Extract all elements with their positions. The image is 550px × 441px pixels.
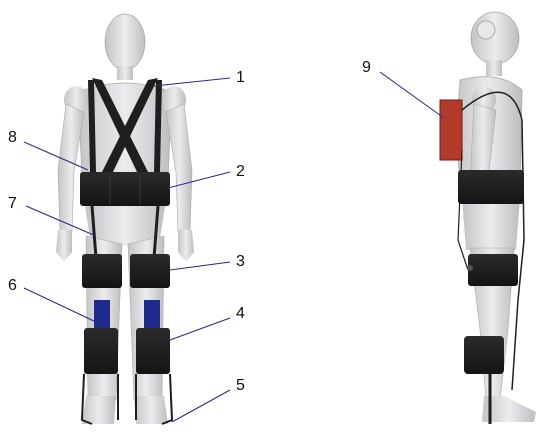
shoulder-strap-left <box>92 78 148 174</box>
label-1: 1 <box>236 69 245 86</box>
front-foot-right <box>134 396 168 424</box>
leader-lines <box>23 71 445 423</box>
front-head <box>104 13 146 71</box>
label-4: 4 <box>236 305 245 322</box>
thigh-rod-left <box>90 205 98 259</box>
side-thigh-cuff <box>468 254 518 286</box>
side-exoskeleton <box>439 91 525 424</box>
thigh-cuff-left <box>82 254 122 288</box>
front-arm-left <box>57 103 85 233</box>
thigh-cuff-right <box>130 254 170 288</box>
side-waist-belt <box>458 170 524 204</box>
side-head <box>470 11 520 65</box>
side-shank-cuff <box>464 336 504 374</box>
callout-labels: 1 2 3 4 5 6 7 8 9 <box>8 59 371 394</box>
label-9: 9 <box>362 59 371 76</box>
front-exoskeleton <box>80 78 174 425</box>
front-arm-right <box>165 103 193 233</box>
front-hand-right <box>178 230 194 262</box>
shoulder-strap-outer-left <box>88 80 96 172</box>
foot-frame-left <box>80 373 119 425</box>
front-pelvis <box>84 200 166 246</box>
front-foot-left <box>82 396 116 424</box>
battery-pack <box>439 99 463 161</box>
shoulder-strap-outer-right <box>154 80 162 172</box>
front-view-figure <box>56 13 194 424</box>
shoulder-strap-right <box>102 78 158 174</box>
thigh-rod-right <box>152 205 160 259</box>
label-2: 2 <box>236 163 245 180</box>
label-6: 6 <box>8 277 17 294</box>
waist-belt <box>80 172 170 206</box>
side-neck <box>486 60 502 76</box>
shank-cuff-left <box>84 328 118 374</box>
label-7: 7 <box>8 195 17 212</box>
label-8: 8 <box>8 129 17 146</box>
side-foot <box>482 396 536 422</box>
label-3: 3 <box>236 253 245 270</box>
shank-cuff-right <box>136 328 170 374</box>
front-hand-left <box>56 230 72 262</box>
front-neck <box>117 66 133 80</box>
label-5: 5 <box>236 377 245 394</box>
foot-frame-right <box>135 373 174 425</box>
